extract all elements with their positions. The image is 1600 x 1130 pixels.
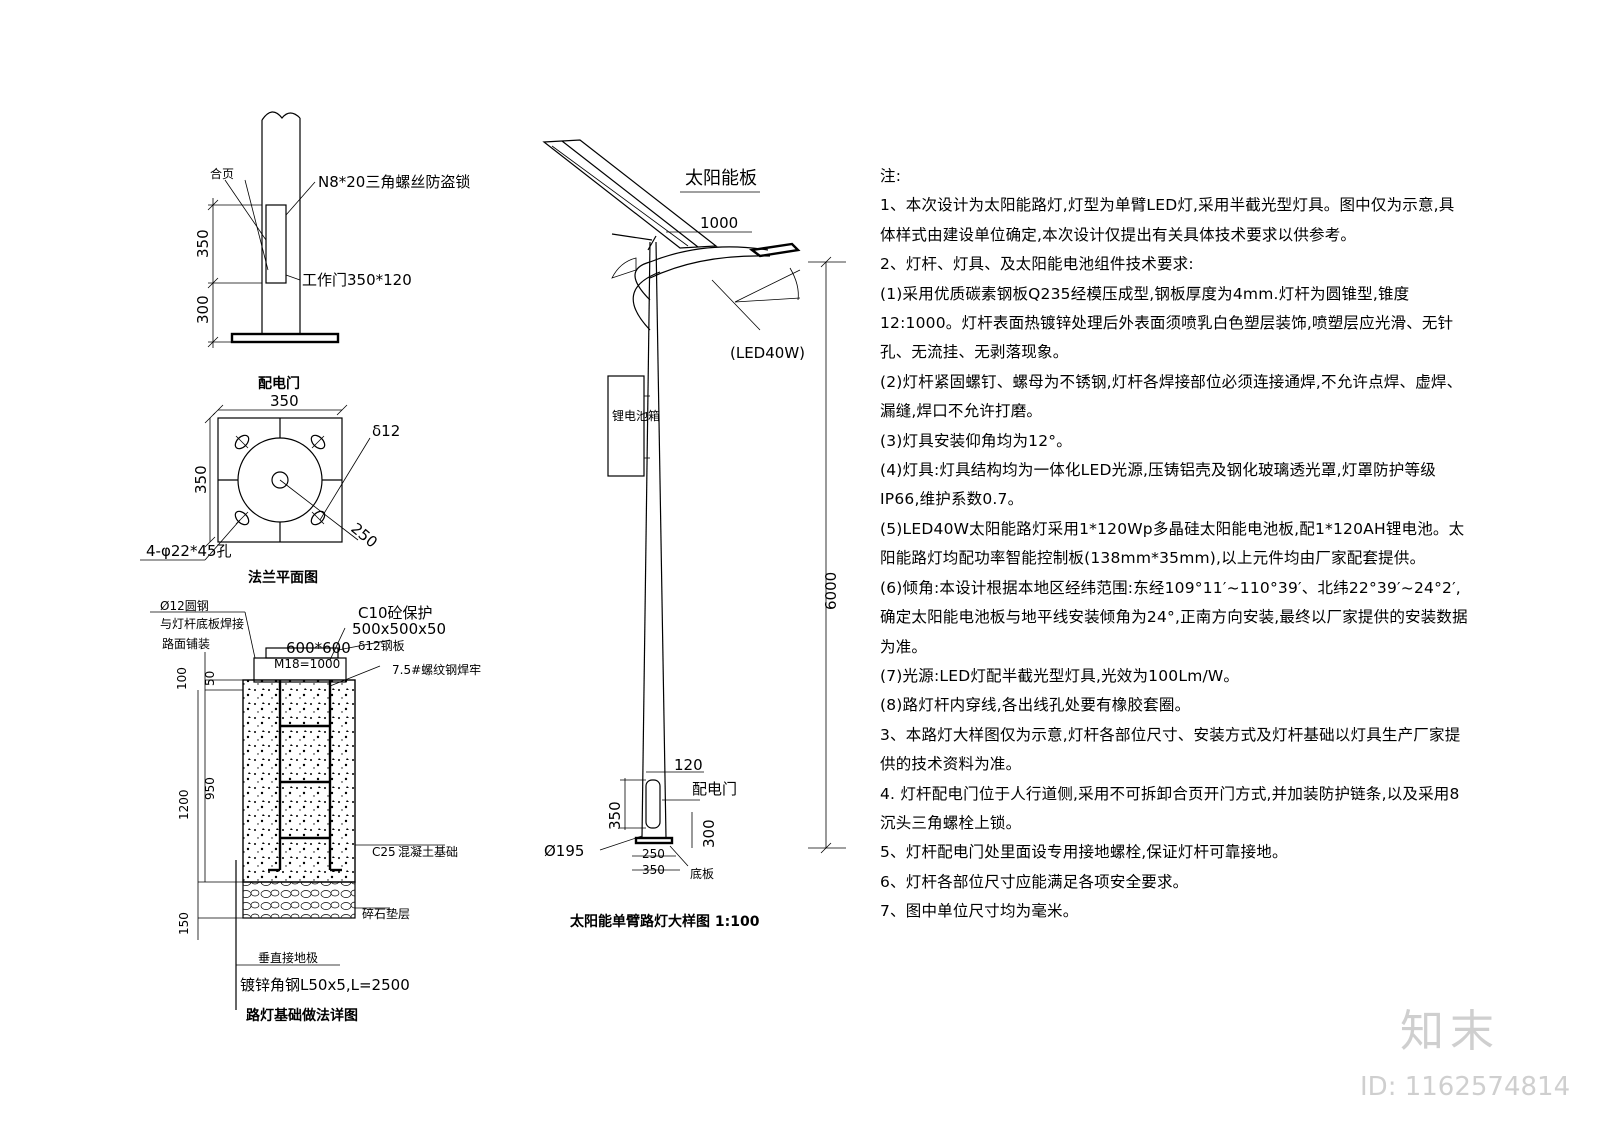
foundation-dim-150: 150 bbox=[177, 912, 191, 935]
lamp-dim-250: 250 bbox=[642, 847, 665, 861]
lamp-dim-195: Ø195 bbox=[544, 842, 584, 860]
lamp-dim-120: 120 bbox=[674, 756, 703, 774]
lamp-dim-1000: 1000 bbox=[700, 214, 738, 232]
door-bolt-label: N8*20三角螺丝防盗锁 bbox=[318, 173, 470, 191]
watermark-logo: 知末 bbox=[1400, 1006, 1500, 1057]
foundation-rebar-label: Ø12圆钢 bbox=[160, 599, 209, 613]
note-2-1: (1)采用优质碳素钢板Q235经模压成型,钢板厚度为4mm.灯杆为圆锥型,锥度1… bbox=[880, 284, 1454, 362]
foundation-c25-label: C25 bbox=[372, 845, 396, 859]
flange-title: 法兰平面图 bbox=[248, 569, 318, 586]
door-hinge-label: 合页 bbox=[210, 166, 234, 181]
door-dim-300: 300 bbox=[194, 295, 212, 324]
note-2-4: (4)灯具:灯具结构均为一体化LED光源,压铸铝壳及钢化玻璃透光罩,灯罩防护等级… bbox=[880, 461, 1436, 509]
lamp-dim-6000: 6000 bbox=[822, 572, 840, 610]
foundation-rebar-label2: 与灯杆底板焊接 bbox=[160, 616, 244, 631]
foundation-500-label: 500x500x50 bbox=[352, 620, 446, 638]
note-heading: 注: bbox=[880, 167, 902, 185]
lamp-dim-300: 300 bbox=[700, 819, 718, 848]
lamp-base-label: 底板 bbox=[690, 866, 714, 881]
foundation-gravel-label: 碎石垫层 bbox=[362, 906, 410, 921]
lamp-led-label: (LED40W) bbox=[730, 344, 805, 362]
note-5: 5、灯杆配电门处里面设专用接地螺栓,保证灯杆可靠接地。 bbox=[880, 843, 1288, 862]
foundation-c25-label2: 混凝土基础 bbox=[398, 844, 458, 859]
flange-dim-diag: 250 bbox=[347, 519, 381, 551]
foundation-dim-950: 950 bbox=[203, 777, 217, 800]
flange-thickness-label: δ12 bbox=[372, 422, 400, 440]
note-7: 7、图中单位尺寸均为毫米。 bbox=[880, 902, 1079, 921]
note-2: 2、灯杆、灯具、及太阳能电池组件技术要求: bbox=[880, 255, 1194, 274]
note-2-7: (7)光源:LED灯配半截光型灯具,光效为100Lm/W。 bbox=[880, 666, 1240, 685]
design-notes: 注: 1、本次设计为太阳能路灯,灯型为单臂LED灯,采用半截光型灯具。图中仅为示… bbox=[880, 162, 1470, 927]
solar-lamp-elevation: 太阳能板 1000 (LED40W) 锂电池箱 6000 120 配电门 350… bbox=[542, 139, 846, 930]
foundation-c10-label: C10砼保护 bbox=[358, 604, 433, 622]
lamp-battery-label: 锂电池箱 bbox=[612, 408, 660, 423]
note-4: 4. 灯杆配电门位于人行道侧,采用不可拆卸合页开门方式,并加装防护链条,以及采用… bbox=[880, 784, 1460, 832]
foundation-m18-label: M18=1000 bbox=[274, 657, 340, 671]
foundation-weld-label: 7.5#螺纹钢焊牢 bbox=[392, 662, 481, 677]
foundation-title: 路灯基础做法详图 bbox=[246, 1007, 358, 1024]
note-2-8: (8)路灯杆内穿线,各出线孔处要有橡胶套圈。 bbox=[880, 696, 1191, 715]
note-1: 1、本次设计为太阳能路灯,灯型为单臂LED灯,采用半截光型灯具。图中仅为示意,具… bbox=[880, 196, 1455, 244]
note-2-2: (2)灯杆紧固螺钉、螺母为不锈钢,灯杆各焊接部位必须连接通焊,不允许点焊、虚焊、… bbox=[880, 372, 1463, 421]
door-size-label: 工作门350*120 bbox=[302, 271, 412, 289]
note-2-6: (6)倾角:本设计根据本地区经纬范围:东经109°11′~110°39′、北纬2… bbox=[880, 578, 1468, 656]
foundation-angle-label: 镀锌角钢L50x5,L=2500 bbox=[240, 976, 410, 994]
foundation-ground-label: 垂直接地极 bbox=[258, 950, 318, 965]
foundation-dim-100: 100 bbox=[175, 667, 189, 690]
foundation-detail: Ø12圆钢 与灯杆底板焊接 C10砼保护 500x500x50 δ12钢板 60… bbox=[150, 599, 481, 1024]
flange-holes-label: 4-φ22*45孔 bbox=[146, 542, 232, 560]
door-detail-title: 配电门 bbox=[258, 375, 300, 392]
note-2-5: (5)LED40W太阳能路灯采用1*120Wp多晶硅太阳能电池板,配1*120A… bbox=[880, 519, 1465, 568]
foundation-paving-label: 路面铺装 bbox=[162, 636, 210, 651]
foundation-dim-50: 50 bbox=[203, 671, 217, 686]
flange-plan: 350 350 δ12 250 4-φ22*45孔 法兰平面图 bbox=[140, 392, 400, 586]
door-detail: 合页 N8*20三角螺丝防盗锁 工作门350*120 350 300 配电门 bbox=[194, 111, 470, 392]
note-6: 6、灯杆各部位尺寸应能满足各项安全要求。 bbox=[880, 872, 1189, 891]
flange-dim-left: 350 bbox=[192, 465, 210, 494]
door-dim-350: 350 bbox=[194, 229, 212, 258]
lamp-panel-label: 太阳能板 bbox=[685, 168, 757, 189]
watermark-id: ID: 1162574814 bbox=[1360, 1072, 1571, 1102]
lamp-dim-350: 350 bbox=[606, 801, 624, 830]
note-3: 3、本路灯大样图仅为示意,灯杆各部位尺寸、安装方式及灯杆基础以灯具生产厂家提供的… bbox=[880, 725, 1461, 774]
foundation-600-label: 600*600 bbox=[286, 639, 351, 657]
lamp-title: 太阳能单臂路灯大样图 1:100 bbox=[570, 913, 760, 930]
foundation-dim-1200: 1200 bbox=[177, 789, 191, 820]
flange-dim-top: 350 bbox=[270, 392, 299, 410]
lamp-door-label: 配电门 bbox=[692, 780, 737, 798]
note-2-3: (3)灯具安装仰角均为12°。 bbox=[880, 431, 1072, 450]
foundation-plate-label: δ12钢板 bbox=[358, 639, 405, 653]
lamp-dim-350b: 350 bbox=[642, 863, 665, 877]
